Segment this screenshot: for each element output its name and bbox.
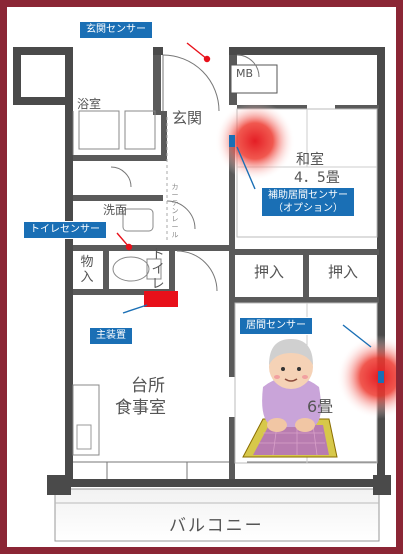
elderly-person-illustration — [242, 339, 338, 458]
main-unit-label: 主装置 — [89, 327, 133, 345]
room-label-washitsu-size: 4．5畳 — [294, 170, 340, 186]
living-sensor-glow — [337, 335, 396, 419]
room-label-storage: 物入 — [80, 255, 94, 285]
room-label-kitchen: 台所 — [131, 376, 165, 396]
label-curtain-rail: カーテンレール — [171, 183, 179, 239]
room-label-toilet: トイレ — [151, 247, 165, 292]
room-label-closet-1: 押入 — [253, 262, 284, 281]
aux-sensor-device — [229, 135, 235, 147]
living-sensor-device — [378, 371, 384, 383]
room-label-living-size: 6畳 — [307, 397, 334, 416]
living-sensor-label: 居間センサー — [239, 317, 313, 335]
floor-plan: 玄関 浴室 洗面 和室 4．5畳 MB トイレ 物入 カーテンレール 押入 押入… — [7, 7, 396, 547]
aux-living-sensor-option: （オプション） — [273, 203, 343, 214]
outer-walls — [13, 47, 391, 495]
room-label-washroom: 洗面 — [103, 203, 128, 217]
room-label-washitsu: 和室 — [296, 152, 324, 168]
room-label-closet-2: 押入 — [327, 262, 358, 281]
main-unit-device — [144, 291, 178, 307]
aux-living-sensor-label: 補助居間センサー （オプション） — [261, 187, 355, 217]
room-label-bath: 浴室 — [77, 97, 102, 111]
room-label-genkan: 玄関 — [172, 109, 203, 127]
toilet-sensor-label: トイレセンサー — [23, 221, 107, 239]
aux-living-sensor-title: 補助居間センサー — [268, 190, 348, 201]
aux-sensor-glow — [215, 101, 295, 181]
floor-plan-drawing — [13, 42, 396, 542]
room-label-balcony: バルコニー — [169, 516, 264, 536]
room-label-dining: 食事室 — [115, 398, 166, 418]
label-mb: MB — [236, 67, 254, 80]
entrance-sensor-label: 玄関センサー — [79, 21, 153, 39]
